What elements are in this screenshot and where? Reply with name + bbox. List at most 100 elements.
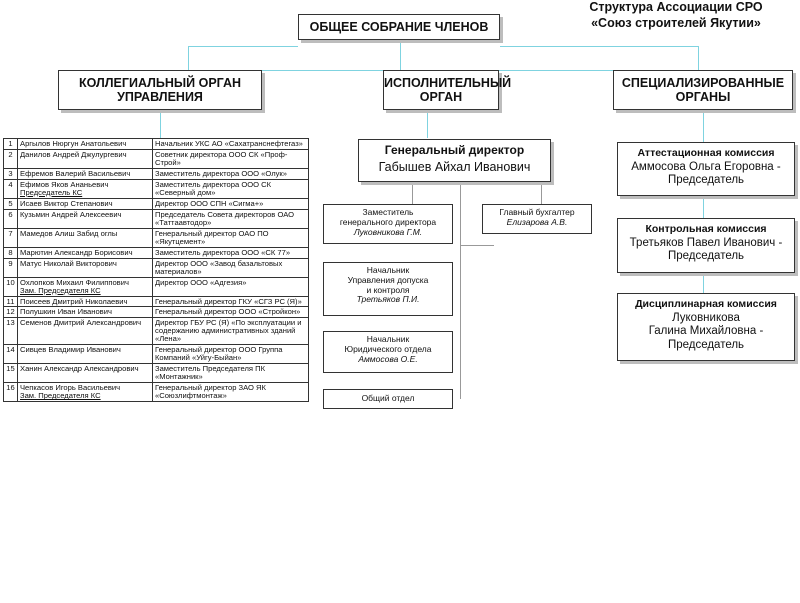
executive-body-line1: ИСПОЛНИТЕЛЬНЫЙ [384, 75, 512, 90]
connector [400, 40, 401, 70]
connector [703, 273, 704, 293]
member-position: Заместитель директора ООО «СК 77» [152, 246, 309, 259]
member-number: 13 [3, 317, 18, 346]
member-number: 4 [3, 178, 18, 199]
chief-accountant-box: Главный бухгалтер Елизарова А.В. [482, 204, 592, 234]
member-position: Председатель Совета директоров ОАО «Татт… [152, 208, 309, 229]
member-name-cell: Полушкин Иван Иванович [17, 306, 153, 319]
member-position: Директор ООО «Адгезия» [152, 276, 309, 297]
member-name-cell: Ефремов Валерий Васильевич [17, 167, 153, 180]
general-director-box: Генеральный директор Габышев Айхал Ивано… [358, 139, 551, 182]
member-number: 2 [3, 148, 18, 169]
member-name: Чепкасов Игорь Васильевич [20, 383, 121, 393]
member-name: Сивцев Владимир Иванович [20, 345, 121, 355]
member-number: 16 [3, 382, 18, 403]
member-position: Генеральный директор ООО Группа Компаний… [152, 344, 309, 365]
member-name: Матус Николай Викторович [20, 258, 117, 268]
control-committee-line1: Третьяков Павел Иванович - [629, 237, 783, 250]
connector [703, 196, 704, 218]
member-name-cell: Семенов Дмитрий Александрович [17, 317, 153, 346]
executive-body-line2: ОРГАН [419, 90, 463, 104]
deputy-director-box: Заместитель генерального директора Луков… [323, 204, 453, 244]
general-department-box: Общий отдел [323, 389, 453, 409]
connector [460, 398, 461, 399]
member-name: Данилов Андрей Джулургевич [20, 149, 127, 159]
member-name-cell: Сивцев Владимир Иванович [17, 344, 153, 365]
member-number: 3 [3, 167, 18, 180]
general-director-title: Генеральный директор [384, 143, 525, 157]
deputy-director-name: Луковникова Г.М. [353, 226, 423, 237]
chief-accountant-line1: Главный бухгалтер [499, 207, 575, 217]
member-name-cell: Мамедов Алиш Забид оглы [17, 227, 153, 248]
member-name: Поисеев Дмитрий Николаевич [20, 296, 128, 306]
member-name-cell: Поисеев Дмитрий Николаевич [17, 295, 153, 308]
attestation-committee-box: Аттестационная комиссия Аммосова Ольга Е… [617, 142, 795, 196]
connector [703, 110, 704, 142]
connector [412, 182, 413, 204]
connector [188, 46, 189, 70]
member-name-cell: Матус Николай Викторович [17, 257, 153, 278]
connector [460, 245, 494, 246]
member-position: Генеральный директор ООО «Стройкон» [152, 306, 309, 319]
connector [541, 182, 542, 204]
disciplinary-committee-line2: Галина Михайловна - [648, 325, 764, 338]
control-committee-line2: Председатель [667, 250, 745, 263]
collegial-body-line1: КОЛЛЕГИАЛЬНЫЙ ОРГАН [78, 75, 242, 90]
member-name-cell: Ханин Александр Александрович [17, 363, 153, 384]
member-name-cell: Аргылов Нюргун Анатольевич [17, 138, 153, 150]
member-position: Директор ООО «Завод базальтовых материал… [152, 257, 309, 278]
member-name: Ефимов Яков Ананьевич [20, 179, 109, 189]
member-number: 15 [3, 363, 18, 384]
member-position: Директор ООО СПН «Сигма+» [152, 197, 309, 210]
disciplinary-committee-line3: Председатель [667, 338, 745, 351]
legal-department-line1: Начальник [366, 334, 410, 344]
legal-department-line2: Юридического отдела [344, 343, 432, 354]
general-meeting-label: ОБЩЕЕ СОБРАНИЕ ЧЛЕНОВ [309, 19, 489, 34]
connector [698, 46, 699, 70]
member-number: 9 [3, 257, 18, 278]
connector [188, 46, 298, 47]
member-name-cell: Исаев Виктор Степанович [17, 197, 153, 210]
legal-department-box: Начальник Юридического отдела Аммосова О… [323, 331, 453, 373]
connector [160, 110, 161, 138]
disciplinary-committee-title: Дисциплинарная комиссия [635, 298, 777, 310]
member-role-note: Председатель КС [20, 187, 83, 197]
member-number: 8 [3, 246, 18, 259]
member-number: 11 [3, 295, 18, 308]
chart-title-line2: «Союз строителей Якутии» [591, 15, 761, 30]
specialized-bodies-box: СПЕЦИАЛИЗИРОВАННЫЕ ОРГАНЫ [613, 70, 793, 110]
member-number: 7 [3, 227, 18, 248]
disciplinary-committee-box: Дисциплинарная комиссия Луковникова Гали… [617, 293, 795, 361]
member-name: Ефремов Валерий Васильевич [20, 168, 131, 178]
control-committee-title: Контрольная комиссия [645, 223, 767, 235]
member-number: 10 [3, 276, 18, 297]
member-number: 14 [3, 344, 18, 365]
collegial-body-line2: УПРАВЛЕНИЯ [117, 90, 203, 104]
connector [427, 110, 428, 138]
executive-body-box: ИСПОЛНИТЕЛЬНЫЙ ОРГАН [383, 70, 512, 110]
chart-title: Структура Ассоциации СРО «Союз строителе… [560, 0, 792, 31]
member-name: Ханин Александр Александрович [20, 364, 139, 374]
member-name-cell: Марютин Александр Борисович [17, 246, 153, 259]
member-name-cell: Кузьмин Андрей Алексеевич [17, 208, 153, 229]
general-director-name: Габышев Айхал Иванович [378, 159, 531, 174]
attestation-committee-line1: Аммосова Ольга Егоровна - [631, 161, 781, 174]
member-position: Заместитель директора ООО «Олук» [152, 167, 309, 180]
member-name: Аргылов Нюргун Анатольевич [20, 139, 127, 148]
member-position: Советник директора ООО СК «Проф-Строй» [152, 148, 309, 169]
